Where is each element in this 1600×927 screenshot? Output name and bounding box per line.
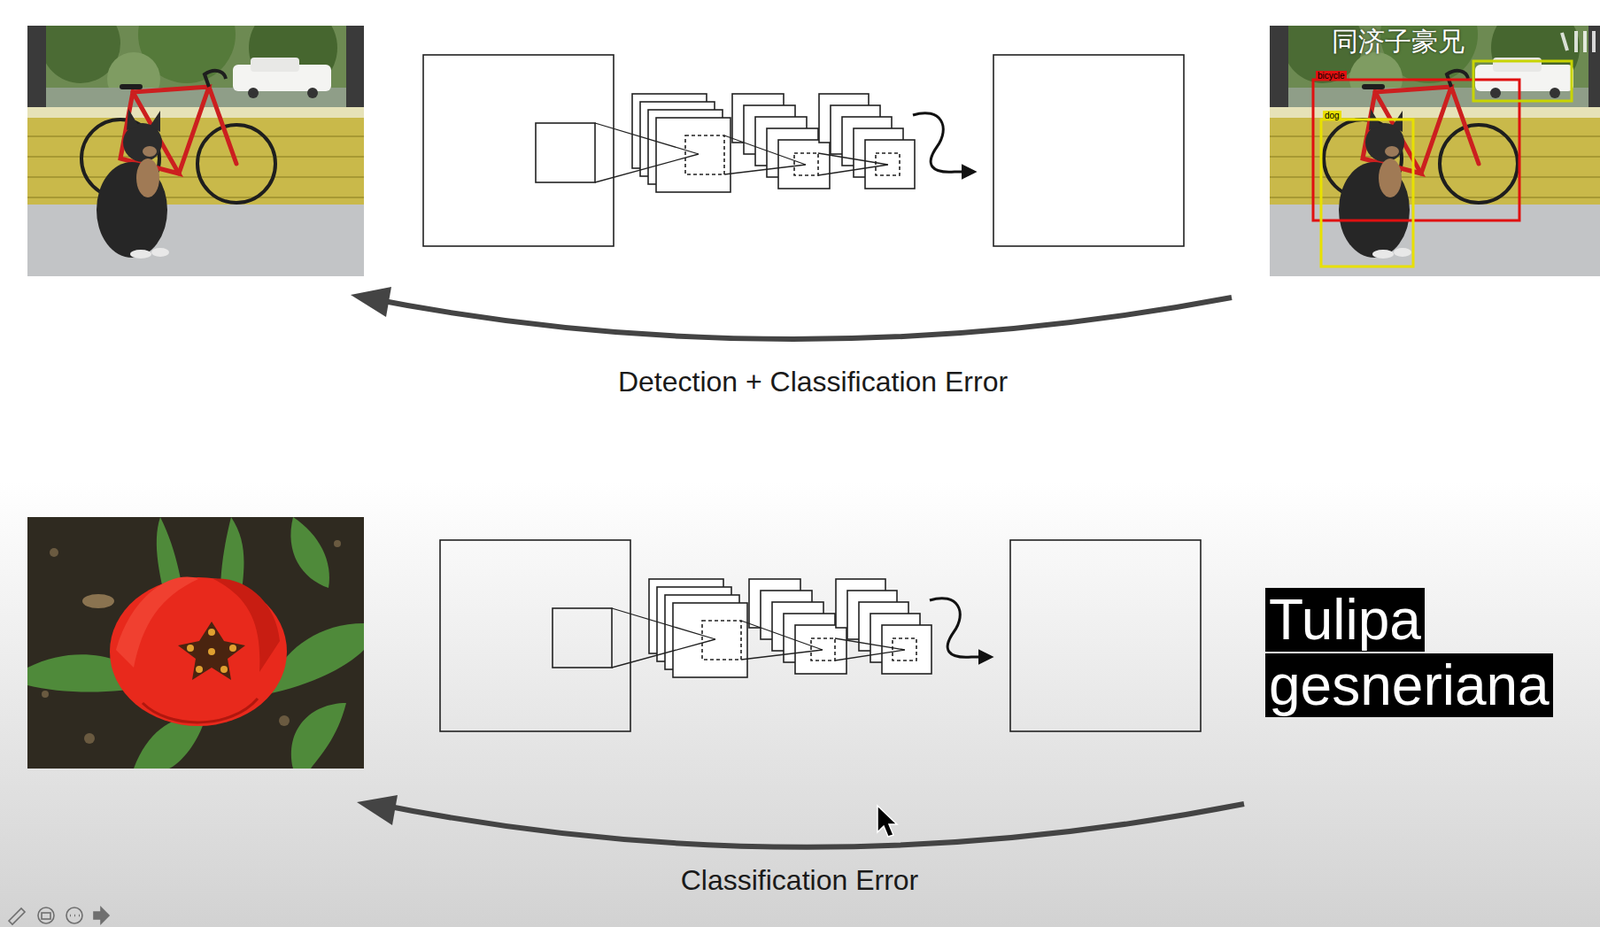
error-label: Detection + Classification Error xyxy=(618,366,1008,398)
class-tag: dog xyxy=(1322,106,1342,123)
input-photo xyxy=(27,517,364,769)
logo-mark xyxy=(1561,30,1594,53)
species-label: Tulipa gesneriana xyxy=(1265,587,1585,719)
class-tag: bicycle xyxy=(1315,66,1347,83)
error-label: Classification Error xyxy=(680,865,920,897)
error-label: Detection + Classification Error xyxy=(618,366,1008,398)
menu-icon xyxy=(38,907,55,924)
mouse-cursor xyxy=(877,805,897,837)
input-photo xyxy=(27,25,364,277)
next-icon xyxy=(93,907,109,924)
cnn-diagram xyxy=(440,540,1201,732)
class-tag: bicycle xyxy=(1315,70,1347,81)
pen-icon xyxy=(8,908,25,925)
watermark: 同济子豪兄 xyxy=(1331,26,1465,56)
arrow-head xyxy=(350,286,392,317)
porch-photo xyxy=(27,25,364,277)
cnn-diagram xyxy=(423,54,1184,247)
arrow-head xyxy=(356,795,398,826)
porch-photo xyxy=(1269,25,1600,277)
slide-toolbar xyxy=(8,907,109,925)
bounding-box xyxy=(1473,61,1572,101)
tulip-photo xyxy=(27,517,364,769)
error-label: Classification Error xyxy=(680,865,920,897)
detection-photo xyxy=(1269,25,1600,277)
species-name: Tulipa gesneriana xyxy=(1265,587,1554,718)
class-tag: dog xyxy=(1322,110,1342,121)
more-icon xyxy=(66,907,83,924)
feedback-arrow xyxy=(371,803,1245,848)
feedback-arrow xyxy=(364,297,1232,340)
watermark: 同济子豪兄 xyxy=(1331,26,1465,56)
more-icon xyxy=(69,914,80,918)
menu-icon xyxy=(41,912,51,920)
bounding-box xyxy=(1321,119,1414,267)
